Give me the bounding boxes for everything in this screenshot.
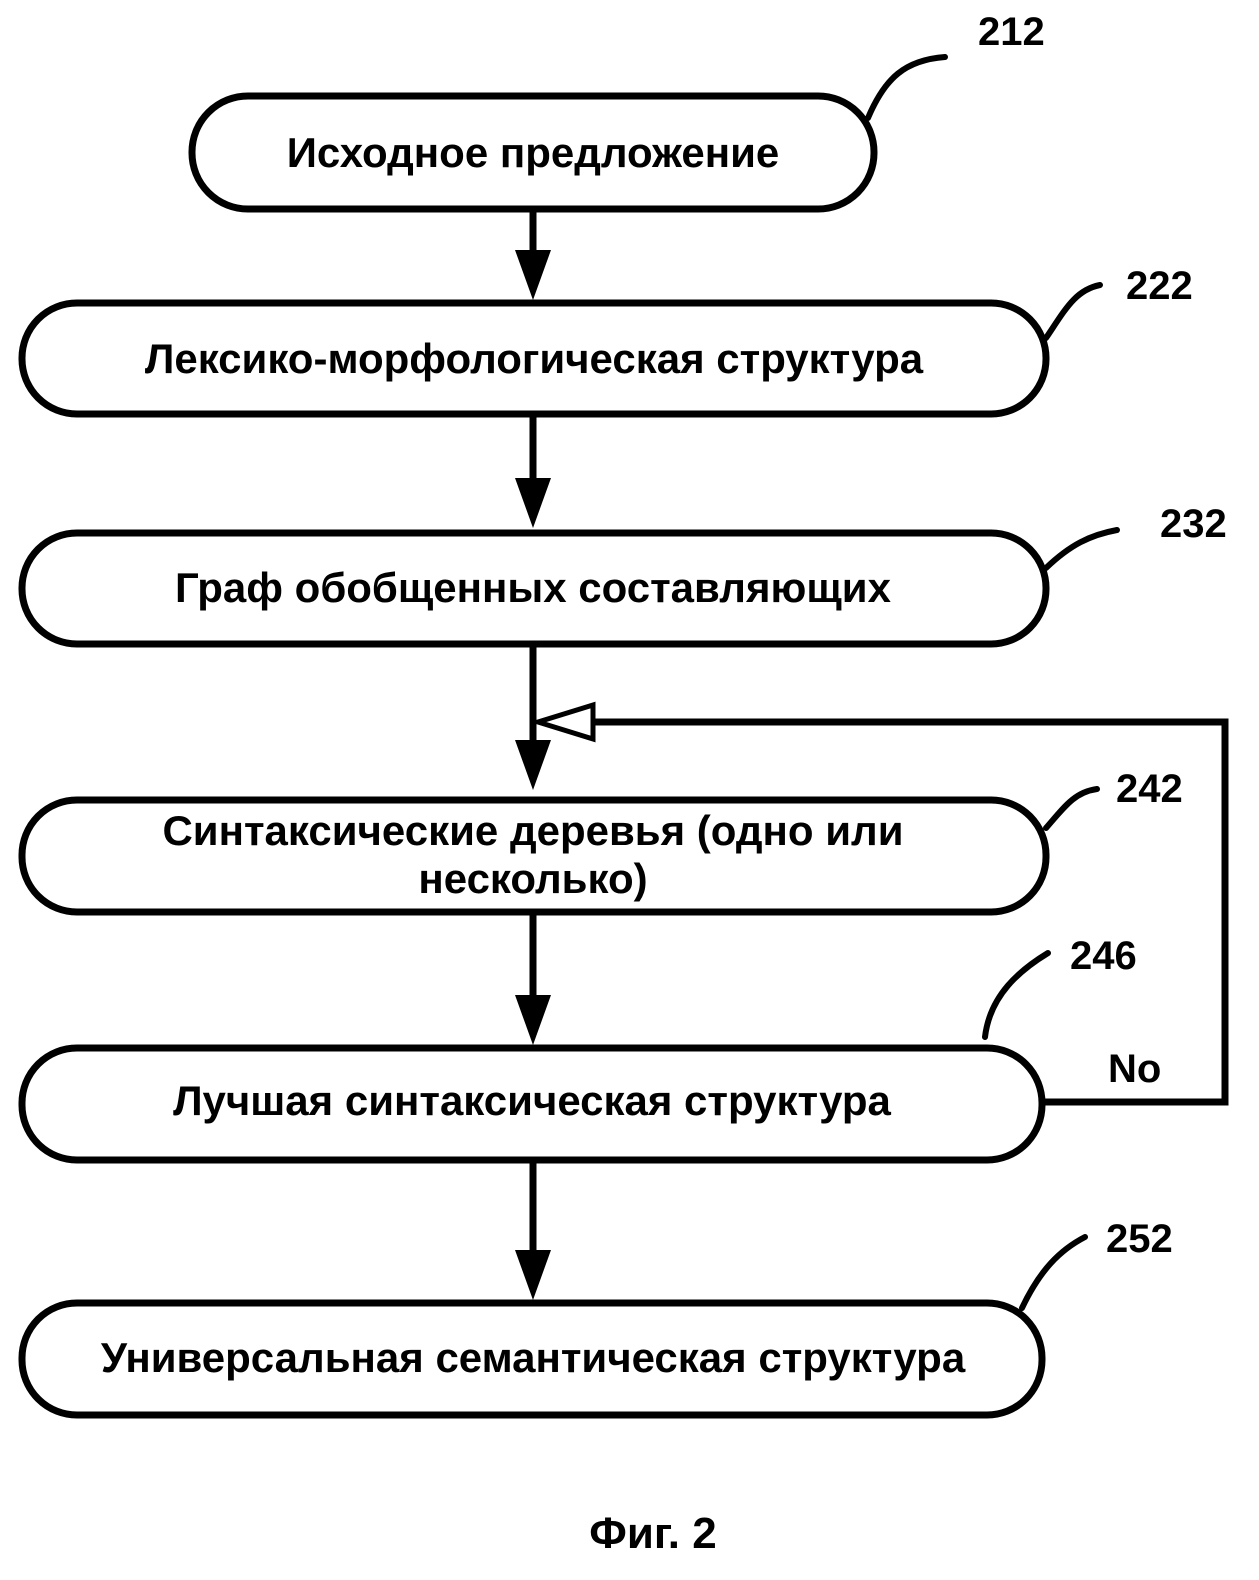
node-syntax-trees-label-line1: Синтаксические деревья (одно или — [162, 807, 903, 854]
node-best-syntax-label: Лучшая синтаксическая структура — [173, 1077, 891, 1124]
leader-222 — [1046, 285, 1100, 338]
node-lexical-morph-label: Лексико-морфологическая структура — [145, 335, 924, 382]
feedback-no-label: No — [1108, 1047, 1161, 1091]
leader-212 — [868, 57, 945, 118]
ref-246: 246 — [1070, 934, 1137, 978]
node-constituent-graph-label: Граф обобщенных составляющих — [175, 564, 892, 611]
node-universal-semantic-label: Универсальная семантическая структура — [101, 1334, 966, 1381]
ref-222: 222 — [1126, 264, 1193, 308]
arrowhead-242 — [515, 740, 551, 790]
node-source-sentence-label: Исходное предложение — [287, 129, 780, 176]
leader-232 — [1046, 530, 1117, 568]
arrowhead-232 — [515, 478, 551, 528]
ref-212: 212 — [978, 10, 1045, 54]
ref-252: 252 — [1106, 1217, 1173, 1261]
ref-232: 232 — [1160, 502, 1227, 546]
arrowhead-222 — [515, 250, 551, 300]
arrowhead-252 — [515, 1250, 551, 1300]
leader-246 — [985, 953, 1048, 1037]
figure-caption: Фиг. 2 — [589, 1509, 716, 1558]
arrowhead-246 — [515, 995, 551, 1045]
leader-242 — [1046, 789, 1097, 828]
node-syntax-trees-label-line2: несколько) — [418, 855, 647, 902]
feedback-arrowhead — [538, 705, 593, 739]
leader-252 — [1022, 1237, 1085, 1308]
ref-242: 242 — [1116, 767, 1183, 811]
